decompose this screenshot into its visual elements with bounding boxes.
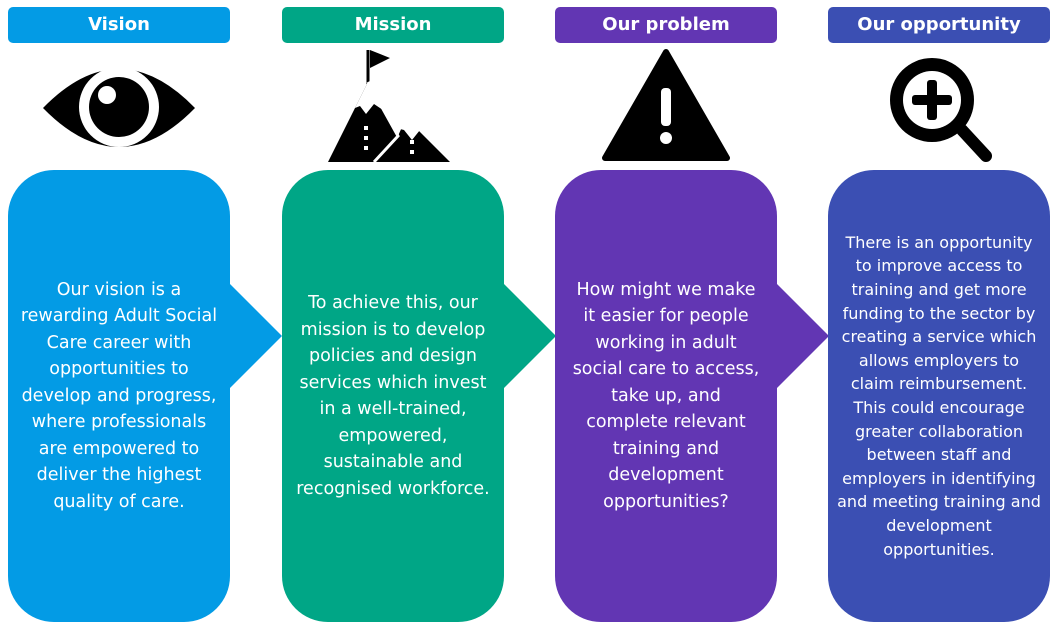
opportunity-header: Our opportunity [828, 7, 1050, 43]
vision-column: Vision Our vision is a rewarding Adult S… [8, 0, 282, 629]
opportunity-card: There is an opportunity to improve acces… [828, 170, 1050, 622]
mission-text: To achieve this, our mission is to devel… [296, 293, 490, 499]
eye-icon [8, 48, 230, 166]
mission-card: To achieve this, our mission is to devel… [282, 170, 504, 622]
problem-header: Our problem [555, 7, 777, 43]
opportunity-column: Our opportunity There is an opportunity … [828, 0, 1050, 629]
mission-header: Mission [282, 7, 504, 43]
opportunity-text: There is an opportunity to improve acces… [837, 232, 1041, 559]
vision-header: Vision [8, 7, 230, 43]
problem-text: How might we make it easier for people w… [572, 279, 760, 512]
mission-column: Mission To achieve this, our mission is … [282, 0, 556, 629]
problem-card: How might we make it easier for people w… [555, 170, 777, 622]
problem-arrow [773, 280, 829, 392]
mission-arrow [500, 280, 556, 392]
vision-arrow [226, 280, 282, 392]
vision-text: Our vision is a rewarding Adult Social C… [20, 279, 218, 512]
problem-column: Our problem How might we make it easier … [555, 0, 829, 629]
vision-card: Our vision is a rewarding Adult Social C… [8, 170, 230, 622]
warning-icon [555, 48, 777, 166]
zoom-in-icon [828, 48, 1050, 166]
mountain-flag-icon [282, 48, 504, 166]
